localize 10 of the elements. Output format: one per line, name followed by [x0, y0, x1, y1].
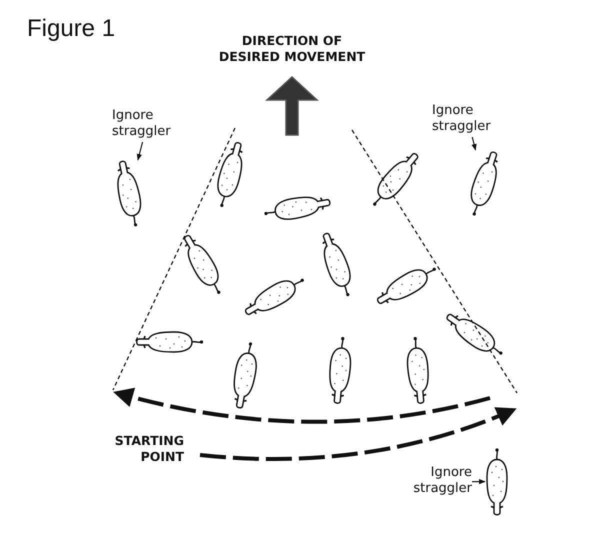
leader-arrow	[136, 142, 144, 161]
caption-label: STARTING POINT	[114, 433, 184, 465]
caption-label: DIRECTION OF DESIRED MOVEMENT	[218, 33, 366, 65]
leader-arrow	[472, 479, 486, 484]
cow-drawing	[485, 447, 509, 516]
figure-title: Figure 1	[27, 15, 116, 43]
callout-text: Ignore straggler	[432, 103, 504, 137]
leader-arrow	[472, 136, 477, 151]
callout-text: Ignore straggler	[400, 465, 472, 499]
callout-text: Ignore straggler	[112, 108, 182, 142]
